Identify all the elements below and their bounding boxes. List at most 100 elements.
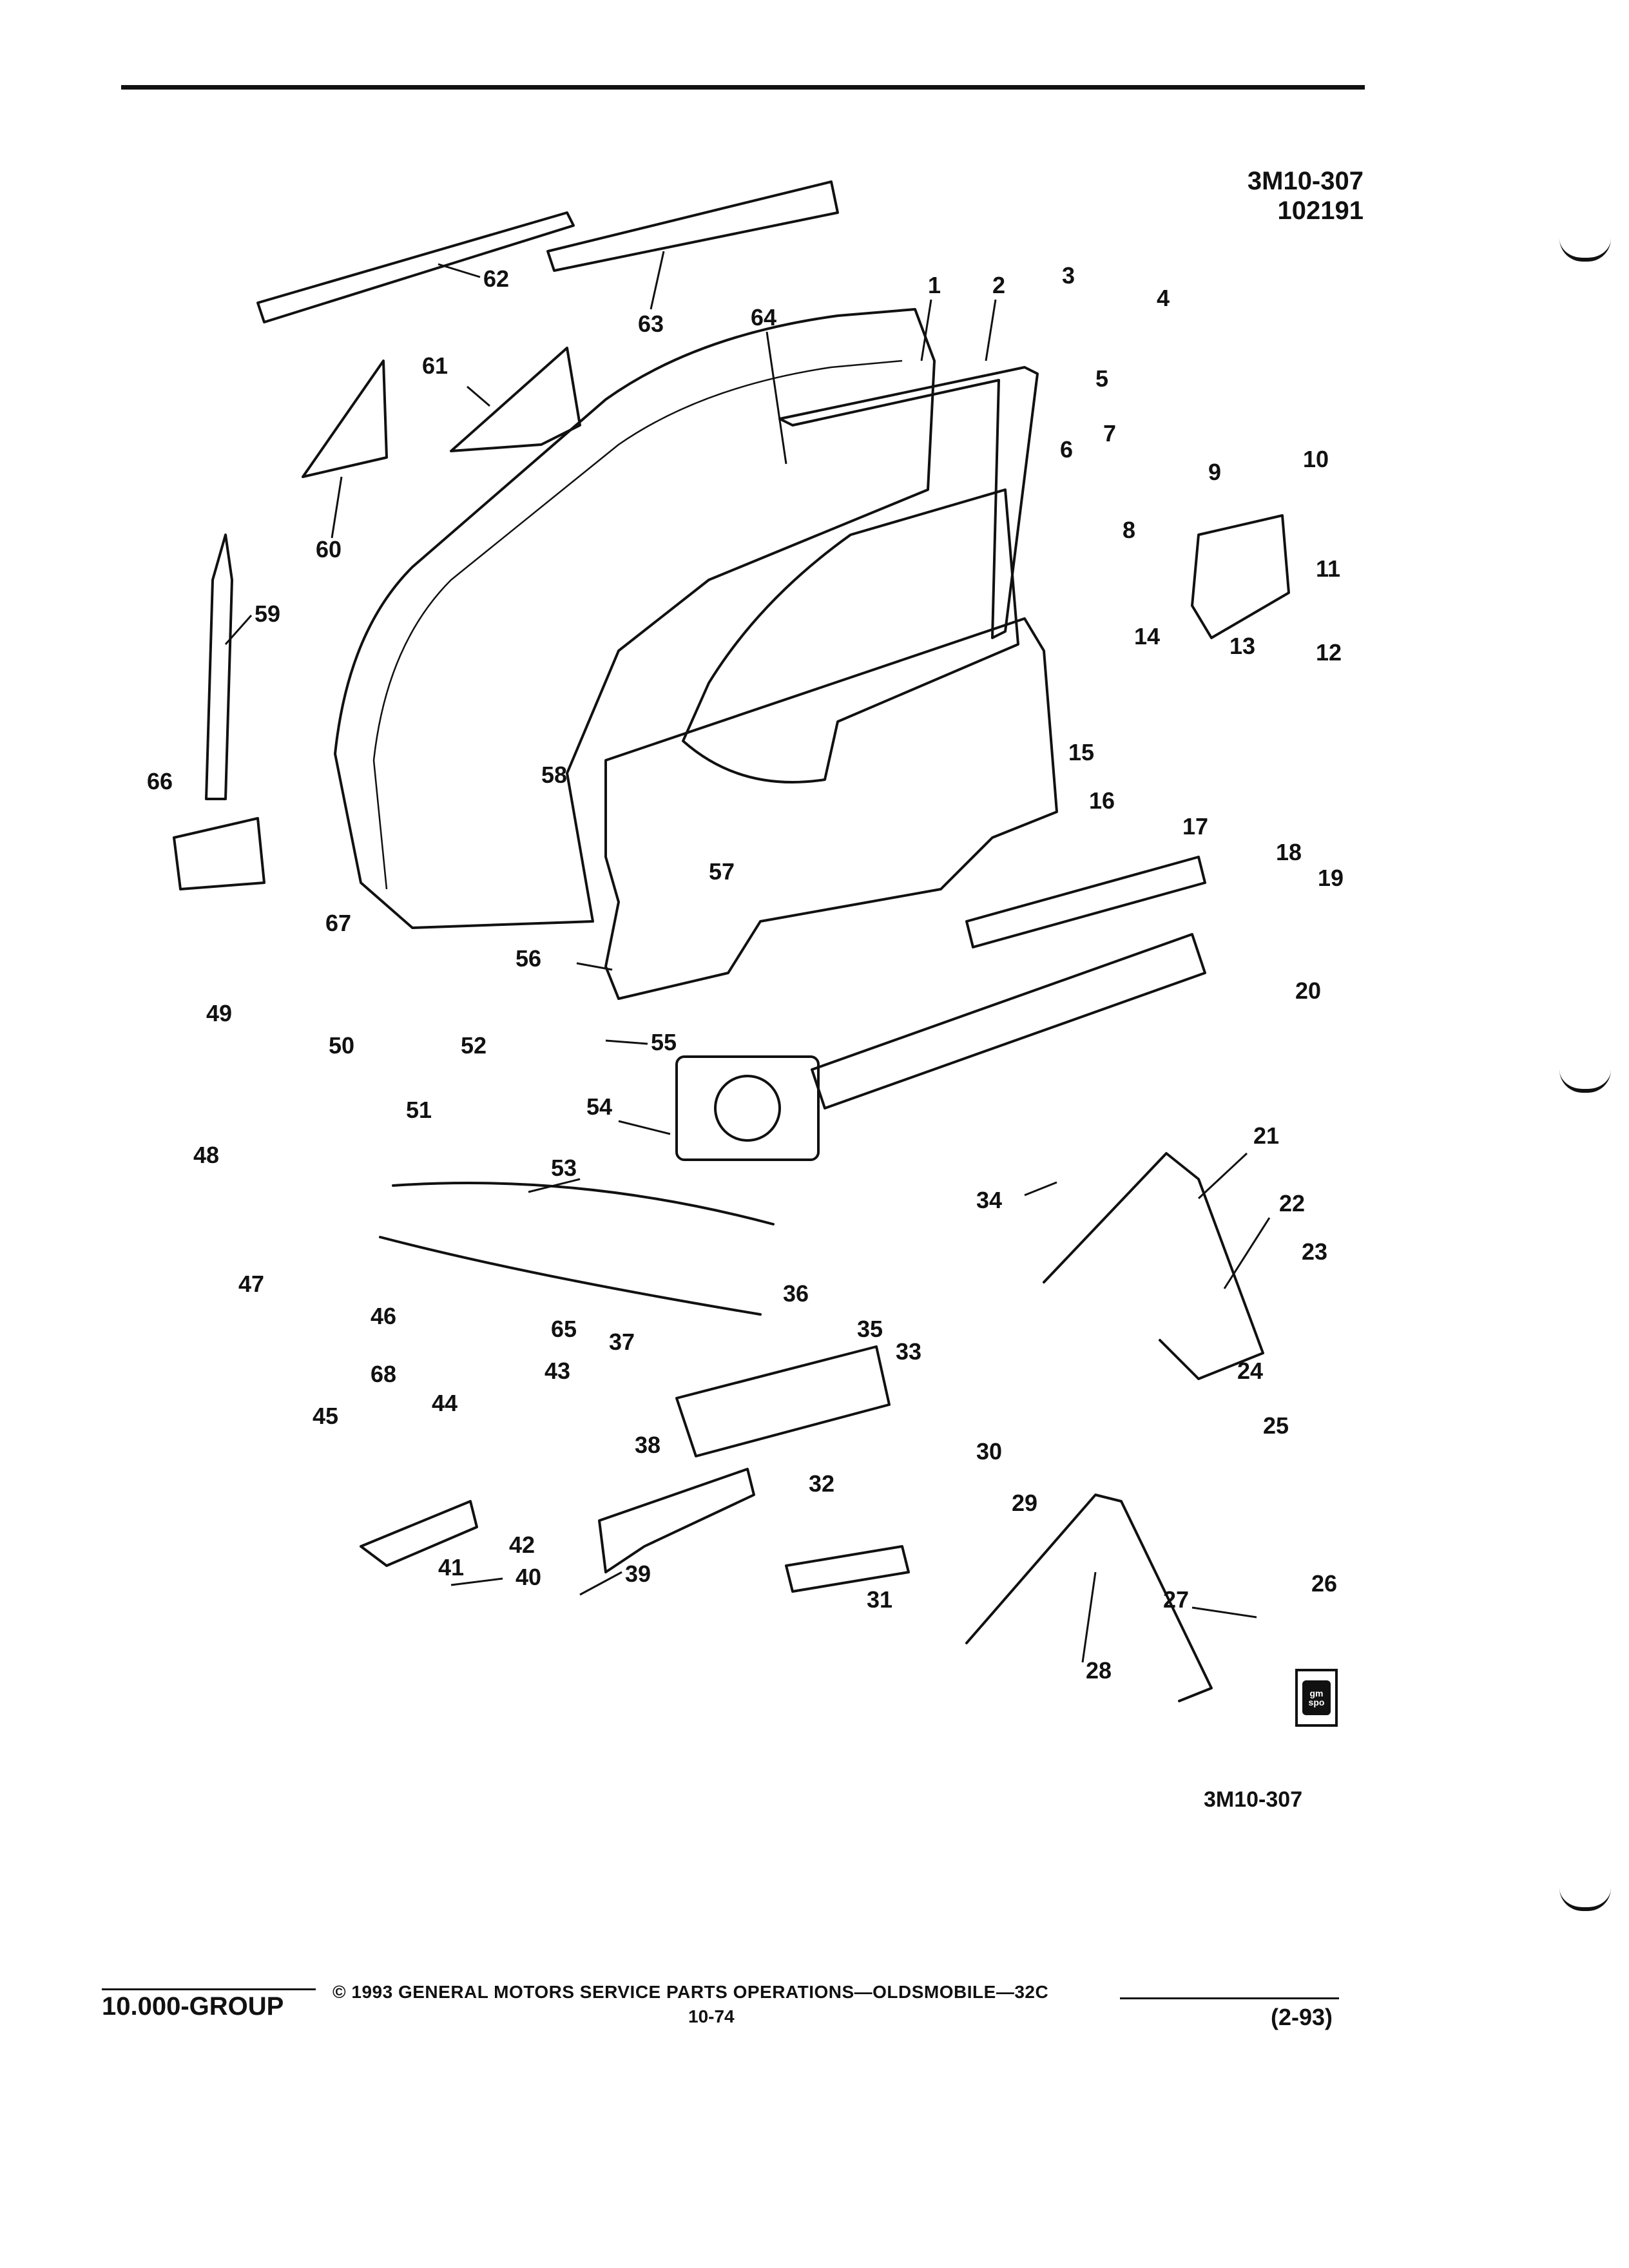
leader-line bbox=[450, 1577, 503, 1586]
footer-rule-left bbox=[102, 1988, 316, 1990]
callout-67: 67 bbox=[325, 910, 351, 936]
leader-line bbox=[224, 615, 253, 645]
leader-line bbox=[1223, 1217, 1271, 1289]
door-inner-frame bbox=[372, 360, 903, 890]
binding-mark bbox=[1559, 238, 1611, 262]
callout-14: 14 bbox=[1134, 623, 1160, 649]
inside-lock-cable bbox=[392, 1182, 775, 1225]
callout-40: 40 bbox=[516, 1564, 541, 1590]
callout-45: 45 bbox=[313, 1403, 338, 1429]
callout-12: 12 bbox=[1316, 639, 1342, 666]
callout-13: 13 bbox=[1229, 633, 1255, 659]
callout-35: 35 bbox=[857, 1316, 883, 1342]
belt-molding-outer bbox=[546, 180, 839, 272]
callout-1: 1 bbox=[928, 272, 941, 298]
gm-spo-logo: gm spo bbox=[1295, 1669, 1338, 1727]
footer-group: 10.000-GROUP bbox=[102, 1992, 284, 2021]
door-latch bbox=[1191, 514, 1290, 639]
binding-mark bbox=[1559, 1070, 1611, 1093]
inner-door-panel bbox=[604, 617, 1058, 1000]
callout-41: 41 bbox=[438, 1554, 464, 1581]
mirror-patch bbox=[450, 347, 581, 452]
gm-spo-logo-mark: gm spo bbox=[1302, 1680, 1331, 1715]
callout-64: 64 bbox=[751, 304, 776, 331]
callout-39: 39 bbox=[625, 1561, 651, 1587]
window-regulator-lower bbox=[965, 1494, 1213, 1702]
door-outer-panel bbox=[334, 308, 936, 929]
callout-6: 6 bbox=[1060, 436, 1073, 463]
callout-5: 5 bbox=[1095, 365, 1108, 392]
leader-line bbox=[985, 299, 997, 361]
callout-24: 24 bbox=[1237, 1358, 1263, 1384]
callout-52: 52 bbox=[461, 1032, 487, 1059]
leader-line bbox=[650, 251, 665, 310]
callout-42: 42 bbox=[509, 1532, 535, 1558]
speaker-box bbox=[675, 1055, 820, 1161]
callout-3: 3 bbox=[1062, 262, 1075, 289]
leader-line bbox=[1191, 1606, 1257, 1619]
callout-48: 48 bbox=[193, 1142, 219, 1168]
callout-51: 51 bbox=[406, 1097, 432, 1123]
vent-glass bbox=[302, 360, 388, 478]
figure-id: 3M10-307 bbox=[1247, 167, 1364, 195]
figure-label: 3M10-307 bbox=[1204, 1787, 1303, 1812]
callout-68: 68 bbox=[371, 1361, 396, 1387]
outside-handle bbox=[598, 1468, 755, 1573]
callout-4: 4 bbox=[1157, 285, 1170, 311]
leader-line bbox=[528, 1178, 581, 1193]
callout-38: 38 bbox=[635, 1432, 660, 1458]
leader-line bbox=[1024, 1181, 1057, 1196]
front-guide-rail bbox=[205, 533, 233, 800]
window-glass bbox=[682, 488, 1019, 783]
callout-31: 31 bbox=[867, 1586, 892, 1613]
callout-60: 60 bbox=[316, 536, 342, 562]
callout-29: 29 bbox=[1012, 1490, 1037, 1516]
leader-line bbox=[1081, 1571, 1097, 1663]
callout-21: 21 bbox=[1253, 1122, 1279, 1149]
top-rule bbox=[121, 85, 1365, 90]
callout-18: 18 bbox=[1276, 839, 1302, 865]
footer-page-number: 10-74 bbox=[688, 2006, 735, 2026]
callout-28: 28 bbox=[1086, 1657, 1112, 1684]
callout-43: 43 bbox=[545, 1358, 570, 1384]
callout-22: 22 bbox=[1279, 1190, 1305, 1216]
callout-59: 59 bbox=[255, 601, 280, 627]
leader-line bbox=[331, 476, 343, 539]
inside-handle bbox=[360, 1500, 478, 1567]
callout-16: 16 bbox=[1089, 787, 1115, 814]
callout-34: 34 bbox=[976, 1187, 1002, 1213]
leader-line bbox=[467, 385, 490, 407]
binding-mark bbox=[1559, 1888, 1611, 1911]
footer-copyright: © 1993 GENERAL MOTORS SERVICE PARTS OPER… bbox=[333, 1982, 1049, 2002]
callout-63: 63 bbox=[638, 311, 664, 337]
leader-line bbox=[576, 962, 613, 971]
callout-46: 46 bbox=[371, 1303, 396, 1329]
lock-cylinder bbox=[785, 1545, 910, 1593]
hinge-bracket bbox=[173, 817, 265, 890]
footer-date: (2-93) bbox=[1271, 2004, 1333, 2030]
callout-10: 10 bbox=[1303, 446, 1329, 472]
callout-26: 26 bbox=[1311, 1570, 1337, 1597]
callout-47: 47 bbox=[238, 1271, 264, 1297]
date-code: 102191 bbox=[1277, 197, 1364, 225]
callout-55: 55 bbox=[651, 1029, 677, 1055]
callout-19: 19 bbox=[1318, 865, 1344, 891]
callout-58: 58 bbox=[541, 762, 567, 788]
callout-7: 7 bbox=[1103, 420, 1116, 447]
callout-2: 2 bbox=[992, 272, 1005, 298]
callout-36: 36 bbox=[783, 1280, 809, 1307]
callout-labels: 1 2 3 4 5 6 7 8 9 10 11 12 13 14 15 16 1… bbox=[147, 262, 1344, 1684]
callout-54: 54 bbox=[586, 1093, 612, 1120]
leader-line bbox=[605, 1039, 648, 1045]
inside-handle-cable bbox=[379, 1236, 762, 1316]
leader-line bbox=[766, 331, 787, 465]
callout-17: 17 bbox=[1182, 813, 1208, 840]
leader-line bbox=[920, 299, 932, 361]
armrest-bracket bbox=[675, 1345, 891, 1457]
speaker-cone bbox=[714, 1075, 781, 1142]
callout-11: 11 bbox=[1316, 555, 1340, 582]
callout-33: 33 bbox=[896, 1338, 921, 1365]
belt-molding-inner bbox=[256, 211, 575, 323]
leader-line bbox=[438, 263, 481, 278]
glass-run-channel bbox=[778, 366, 1039, 639]
